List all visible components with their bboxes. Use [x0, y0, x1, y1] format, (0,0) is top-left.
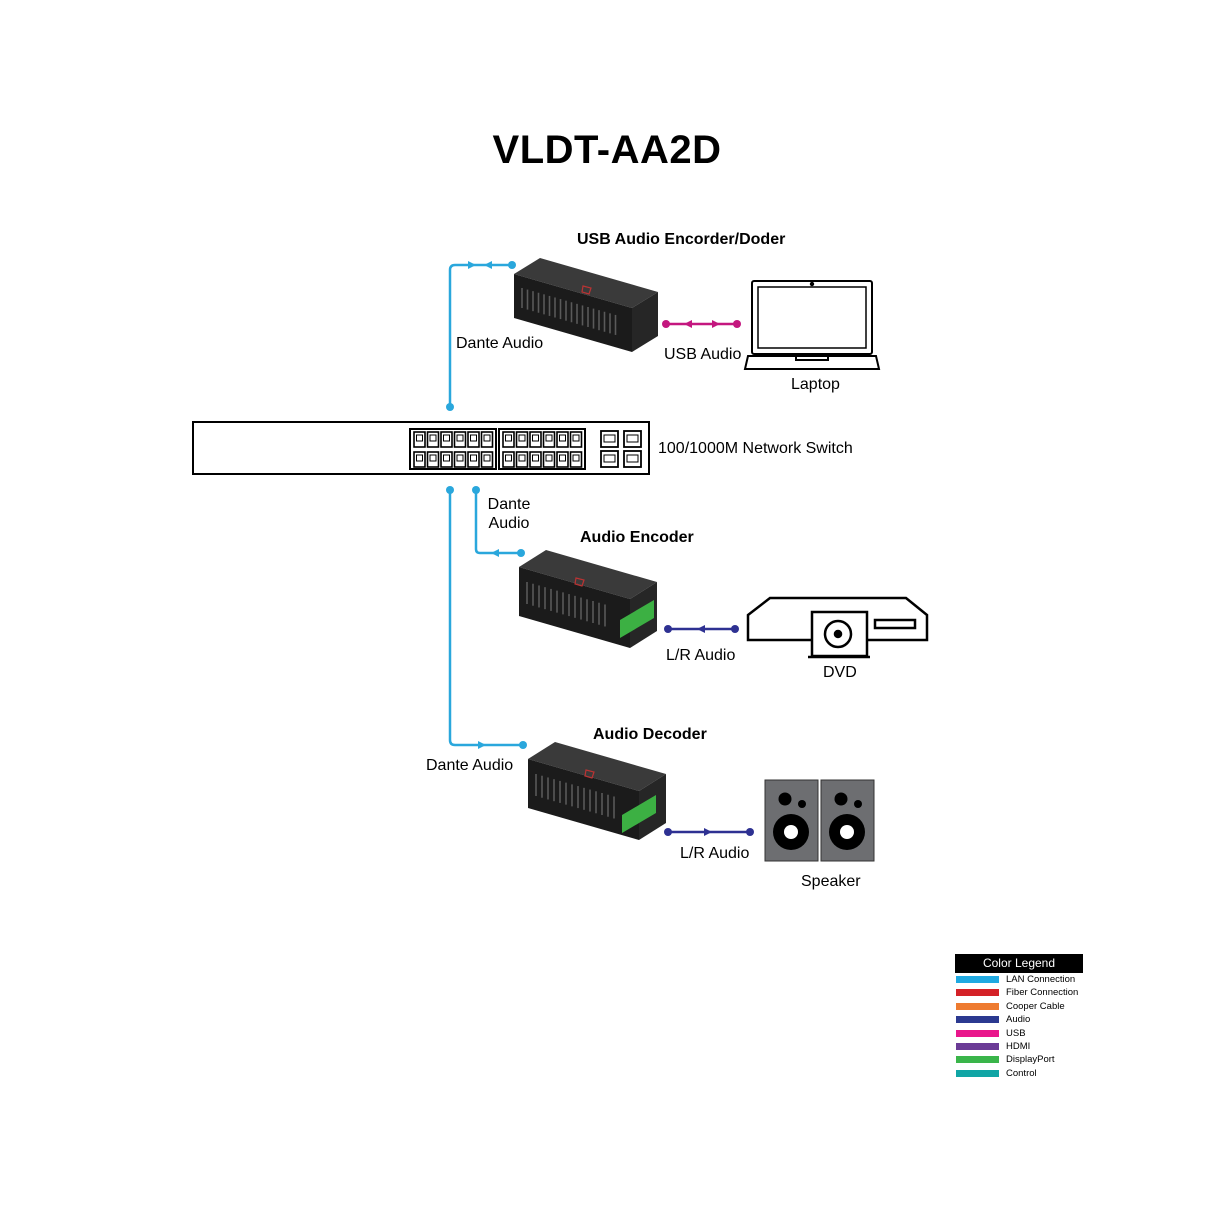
diagram-title: VLDT-AA2D — [492, 128, 722, 172]
legend-item: Cooper Cable — [955, 1000, 1083, 1013]
legend-swatch — [956, 1042, 999, 1050]
legend-item: USB — [955, 1027, 1083, 1040]
audio-link-speaker — [664, 828, 754, 836]
legend-label: LAN Connection — [1006, 974, 1076, 985]
legend-item: LAN Connection — [955, 973, 1083, 986]
legend-item: Control — [955, 1067, 1083, 1080]
audio-link-dvd — [664, 625, 739, 633]
dvd-icon — [746, 596, 929, 659]
usb-codec-label: USB Audio Encorder/Doder — [577, 231, 786, 248]
legend-item: HDMI — [955, 1040, 1083, 1053]
lan-link-audio-decoder — [448, 490, 523, 747]
switch-ports — [409, 428, 642, 470]
dante-audio-mid-label-line1: Dante — [487, 496, 531, 513]
usb-link-laptop — [662, 320, 741, 328]
legend-item: DisplayPort — [955, 1053, 1083, 1066]
legend-label: Cooper Cable — [1006, 1000, 1065, 1012]
legend-swatch — [956, 1056, 999, 1064]
legend-label: Fiber Connection — [1006, 987, 1079, 999]
legend-swatch — [956, 976, 999, 983]
lr-audio-speaker-label: L/R Audio — [680, 845, 750, 862]
legend-swatch — [956, 1002, 999, 1010]
legend-label: USB — [1006, 1027, 1026, 1039]
audio-encoder-device — [519, 550, 657, 648]
lan-link-usb-codec — [448, 263, 512, 407]
dante-audio-mid-label-line2: Audio — [488, 515, 530, 532]
audio-decoder-label: Audio Decoder — [593, 726, 707, 743]
legend-swatch — [956, 1069, 999, 1077]
dante-audio-bottom-label: Dante Audio — [426, 757, 514, 774]
legend-label: DisplayPort — [1006, 1054, 1055, 1066]
legend-item: Fiber Connection — [955, 986, 1083, 999]
lan-link-audio-encoder — [474, 490, 521, 555]
usb-audio-label: USB Audio — [664, 346, 742, 363]
legend-label: Audio — [1006, 1014, 1031, 1026]
dvd-label: DVD — [823, 664, 857, 681]
legend-label: Control — [1006, 1067, 1037, 1079]
laptop-icon — [743, 280, 881, 370]
speaker-label: Speaker — [801, 873, 861, 890]
legend-swatch — [956, 1029, 999, 1037]
legend-title: Color Legend — [955, 954, 1083, 973]
laptop-label: Laptop — [791, 376, 840, 393]
audio-decoder-device — [528, 742, 666, 840]
switch-label: 100/1000M Network Switch — [658, 440, 853, 457]
legend-label: HDMI — [1006, 1040, 1031, 1052]
network-switch — [192, 421, 650, 475]
legend-item: Audio — [955, 1013, 1083, 1026]
speaker-icon — [764, 779, 875, 862]
lr-audio-dvd-label: L/R Audio — [666, 647, 736, 664]
legend-swatch — [956, 989, 999, 997]
legend-swatch — [956, 1016, 999, 1024]
audio-encoder-label: Audio Encoder — [580, 529, 694, 546]
usb-codec-device — [514, 258, 658, 352]
dante-audio-top-label: Dante Audio — [456, 335, 544, 352]
